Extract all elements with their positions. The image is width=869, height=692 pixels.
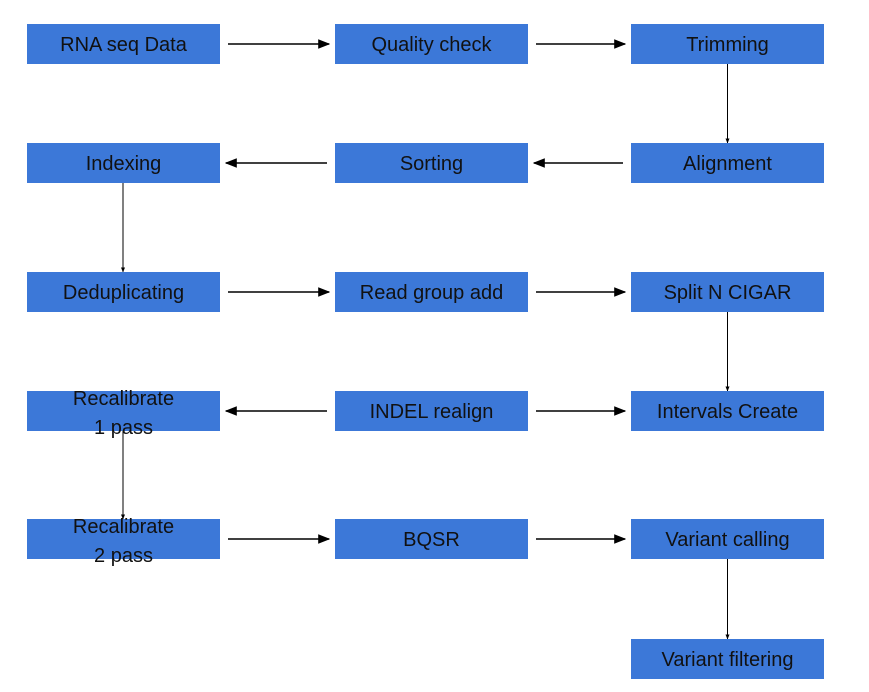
node-box <box>631 24 824 64</box>
nodes-layer: RNA seq Data Quality check TrimmingAlignme… <box>27 24 824 679</box>
node-label: Variant filtering <box>662 649 794 671</box>
edges-layer <box>121 39 730 640</box>
node-box <box>335 391 528 431</box>
node-label: Alignment <box>683 153 772 175</box>
node-box <box>27 272 220 312</box>
node-align: Alignment <box>631 143 824 183</box>
node-box <box>631 272 824 312</box>
node-label: RNA seq Data <box>60 34 188 56</box>
node-label: INDEL realign <box>370 401 494 423</box>
node-indel: INDEL realign <box>335 391 528 431</box>
node-box <box>335 24 528 64</box>
node-box <box>631 391 824 431</box>
node-box <box>335 519 528 559</box>
node-label: BQSR <box>403 529 460 551</box>
node-label: Trimming <box>686 34 769 56</box>
node-index: Indexing <box>27 143 220 183</box>
node-box <box>335 143 528 183</box>
node-label: Variant calling <box>665 529 789 551</box>
node-label: Sorting <box>400 153 463 175</box>
node-vf: Variant filtering <box>631 639 824 679</box>
node-box <box>335 272 528 312</box>
node-intervals: Intervals Create <box>631 391 824 431</box>
node-box <box>27 391 220 431</box>
node-box <box>27 519 220 559</box>
node-box <box>631 143 824 183</box>
node-vc: Variant calling <box>631 519 824 559</box>
node-label: Read group add <box>360 282 503 304</box>
node-trim: Trimming <box>631 24 824 64</box>
node-rna: RNA seq Data <box>27 24 220 64</box>
node-box <box>27 143 220 183</box>
node-qc: Quality check <box>335 24 528 64</box>
node-label: Split N CIGAR <box>664 282 792 304</box>
node-rg: Read group add <box>335 272 528 312</box>
node-label: Intervals Create <box>657 401 798 423</box>
node-box <box>27 24 220 64</box>
node-label: Quality check <box>371 34 492 56</box>
node-sort: Sorting <box>335 143 528 183</box>
node-bqsr: BQSR <box>335 519 528 559</box>
node-box <box>631 639 824 679</box>
node-dedup: Deduplicating <box>27 272 220 312</box>
node-label: Indexing <box>86 153 162 175</box>
node-box <box>631 519 824 559</box>
node-label: Deduplicating <box>63 282 184 304</box>
node-split: Split N CIGAR <box>631 272 824 312</box>
